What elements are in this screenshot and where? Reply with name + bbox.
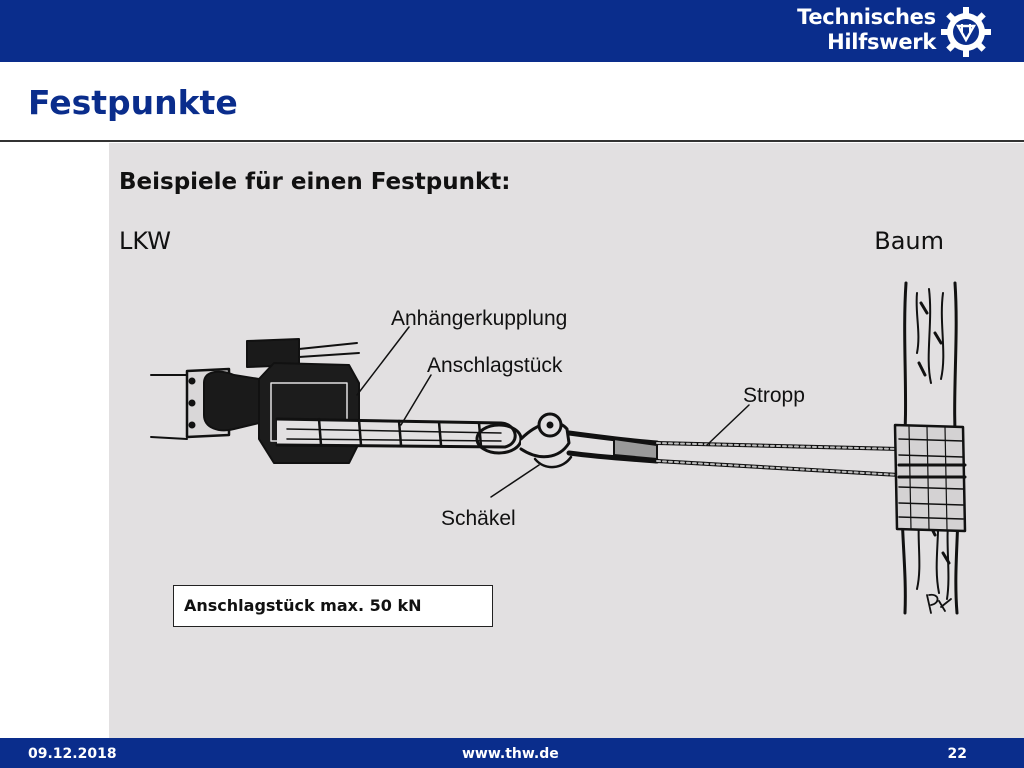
callout-schaekel: Schäkel bbox=[441, 507, 516, 530]
label-baum: Baum bbox=[874, 227, 944, 255]
logo-line2: Hilfswerk bbox=[827, 30, 936, 54]
section-subtitle: Beispiele für einen Festpunkt: bbox=[119, 169, 511, 195]
logo-line1: Technisches bbox=[797, 5, 936, 29]
top-bar: Technisches Hilfswerk bbox=[0, 0, 1024, 62]
max-load-note: Anschlagstück max. 50 kN bbox=[173, 585, 493, 627]
thw-gear-emblem-icon bbox=[941, 7, 991, 57]
anchor-point-illustration: Anhängerkupplung Anschlagstück Stropp Sc… bbox=[150, 281, 967, 615]
thw-logo[interactable]: Technisches Hilfswerk bbox=[734, 4, 1014, 58]
footer-bar: 09.12.2018 www.thw.de 22 bbox=[0, 738, 1024, 768]
content-panel: Anhängerkupplung Anschlagstück Stropp Sc… bbox=[109, 143, 1024, 738]
footer-url[interactable]: www.thw.de bbox=[462, 746, 559, 762]
label-lkw: LKW bbox=[119, 227, 171, 255]
footer-date: 09.12.2018 bbox=[28, 746, 117, 762]
logo-text: Technisches Hilfswerk bbox=[797, 5, 936, 55]
page-title: Festpunkte bbox=[28, 83, 238, 122]
callout-anschlagstueck: Anschlagstück bbox=[427, 354, 563, 377]
title-bar: Festpunkte bbox=[0, 62, 1024, 142]
callout-stropp: Stropp bbox=[743, 384, 805, 407]
page-number: 22 bbox=[947, 746, 967, 762]
callout-anhaengerkupplung: Anhängerkupplung bbox=[391, 307, 567, 330]
